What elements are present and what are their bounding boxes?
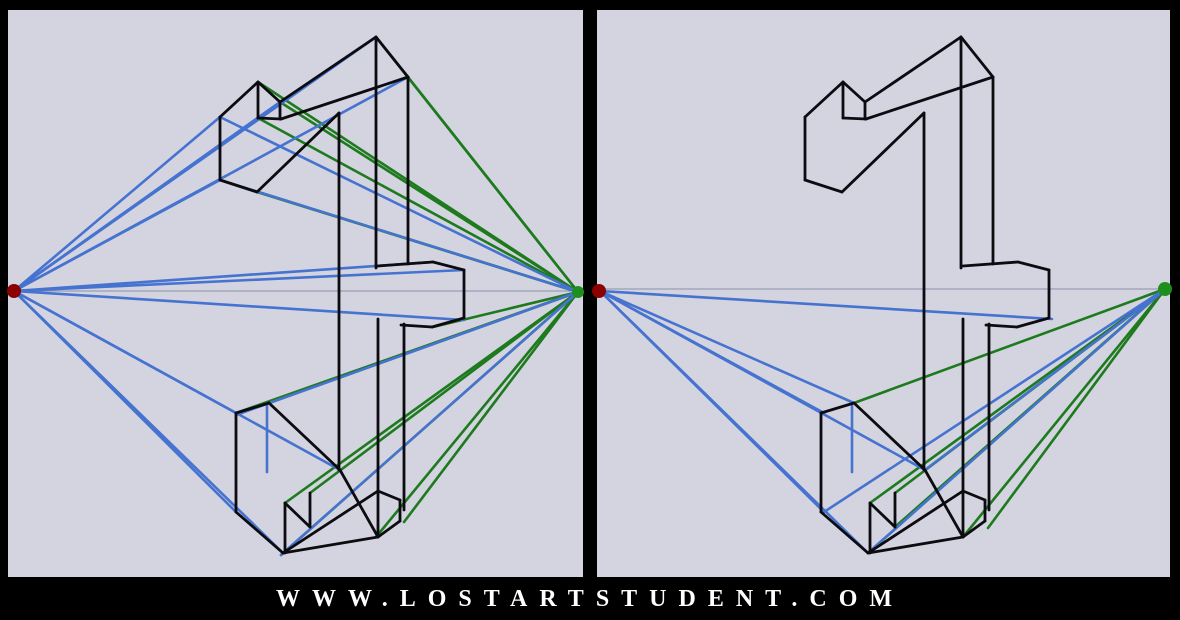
blue-construction-line: [598, 289, 870, 555]
shape-edge: [864, 75, 995, 121]
blue-construction-line: [279, 290, 580, 557]
green-construction-line: [852, 287, 1167, 405]
blue-construction-line: [12, 268, 466, 293]
blue-construction-line: [598, 289, 927, 472]
right-vanishing-point-dot: [572, 286, 584, 298]
shape-edge: [278, 35, 378, 104]
blue-construction-line: [12, 289, 342, 472]
blue-construction-line: [822, 287, 1167, 514]
shape-edge: [852, 401, 927, 472]
shape-edge: [281, 535, 380, 555]
blue-construction-line: [12, 260, 435, 293]
wireframe-shape: [218, 35, 466, 555]
blue-construction-lines: [12, 35, 580, 557]
left-vanishing-point-dot: [7, 284, 21, 298]
shape-edge: [376, 489, 402, 502]
shape-edge: [256, 116, 283, 121]
green-construction-line: [961, 287, 1167, 539]
shape-edge: [338, 468, 380, 539]
shape-edge: [923, 468, 965, 539]
blue-construction-line: [923, 287, 1167, 472]
shape-edge: [961, 489, 987, 502]
green-construction-line: [406, 75, 580, 294]
blue-construction-line: [12, 178, 222, 293]
left-vanishing-point-dot: [592, 284, 606, 298]
blue-construction-line: [598, 289, 856, 405]
shape-edge: [819, 510, 870, 555]
green-construction-line: [986, 287, 1167, 530]
left-panel: [7, 10, 584, 577]
shape-edge: [234, 401, 271, 415]
shape-edge: [803, 178, 844, 194]
shape-edge: [841, 80, 867, 104]
shape-edge: [819, 401, 856, 415]
shape-edge: [1015, 316, 1051, 329]
panel-background: [597, 10, 1170, 577]
green-construction-line: [374, 290, 580, 539]
blue-construction-lines: [598, 287, 1167, 555]
shape-edge: [218, 178, 259, 194]
shape-edge: [279, 75, 410, 121]
shape-edge: [255, 111, 341, 194]
right-vanishing-point-dot: [1158, 282, 1172, 296]
wireframe-shape: [803, 35, 1051, 555]
blue-construction-line: [218, 178, 580, 294]
shape-edge: [267, 401, 342, 472]
shape-edge: [376, 519, 402, 539]
green-construction-line: [308, 290, 580, 495]
shape-edge: [984, 323, 1019, 329]
blue-construction-line: [12, 100, 282, 293]
shape-edge: [376, 260, 435, 268]
shape-edge: [281, 489, 380, 555]
shape-edge: [863, 35, 963, 104]
blue-construction-line: [12, 115, 222, 293]
shape-edge: [840, 111, 926, 194]
panel-background: [8, 10, 583, 577]
shape-edge: [961, 260, 1020, 268]
green-construction-line: [256, 116, 580, 294]
shape-edge: [374, 35, 410, 79]
shape-edge: [430, 316, 466, 329]
shape-edge: [961, 519, 987, 539]
blue-construction-line: [12, 289, 466, 322]
shape-edge: [866, 535, 965, 555]
shape-edge: [1016, 260, 1051, 272]
shape-edge: [256, 80, 282, 104]
shape-edge: [234, 510, 285, 555]
shape-edge: [841, 116, 868, 121]
blue-construction-line: [598, 289, 1054, 321]
shape-edge: [431, 260, 466, 272]
blue-construction-line: [866, 287, 1167, 555]
green-construction-line: [402, 290, 580, 524]
green-construction-line: [278, 100, 580, 294]
shape-edge: [959, 35, 995, 79]
blue-construction-line: [234, 290, 580, 417]
shape-edge: [803, 80, 845, 119]
shape-edge: [868, 501, 897, 529]
shape-edge: [866, 489, 965, 555]
shape-edge: [399, 323, 434, 329]
website-watermark: WWW.LOSTARTSTUDENT.COM: [275, 585, 905, 612]
shape-edge: [283, 501, 312, 529]
blue-construction-line: [12, 289, 285, 555]
shape-edge: [218, 80, 260, 119]
blue-construction-line: [218, 115, 580, 294]
right-panel: [592, 10, 1172, 577]
